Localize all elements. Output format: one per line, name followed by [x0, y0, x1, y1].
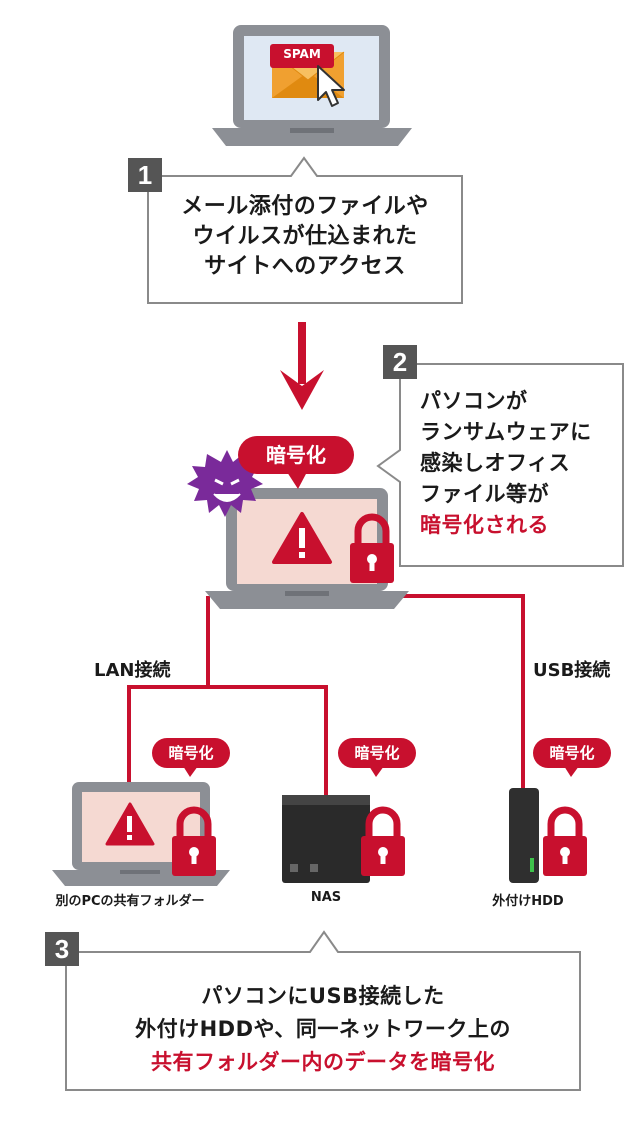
mouse-cursor-icon	[317, 65, 345, 107]
step3-callout	[65, 930, 581, 1091]
nas-device	[282, 795, 370, 883]
step1-text: メール添付のファイルや ウイルスが仕込まれた サイトへのアクセス	[150, 192, 460, 282]
step1-number: 1	[128, 158, 162, 192]
step3-line: パソコンにUSB接続した	[201, 984, 445, 1008]
hdd-device	[509, 788, 539, 883]
nas-label: NAS	[310, 890, 342, 905]
spam-envelope-icon	[270, 44, 345, 98]
hdd-label: 外付けHDD	[492, 894, 564, 909]
step2-line: パソコンが	[420, 389, 528, 413]
step2-highlight: 暗号化される	[420, 513, 549, 537]
warning-icon-small	[105, 802, 155, 846]
step2-line: ランサムウェアに	[420, 420, 592, 444]
step2-line: ファイル等が	[420, 482, 549, 506]
encrypted-badge-main: 暗号化	[238, 436, 354, 474]
warning-icon	[272, 512, 332, 564]
shared-folder-label: 別のPCの共有フォルダー	[55, 894, 205, 909]
step2-text: パソコンが ランサムウェアに 感染しオフィス ファイル等が 暗号化される	[404, 386, 620, 541]
down-arrow-icon	[280, 322, 324, 410]
lan-connection-label: LAN接続	[94, 660, 171, 681]
step3-number: 3	[45, 932, 79, 966]
step2-line: 感染しオフィス	[420, 451, 571, 475]
step1-line: メール添付のファイルや	[181, 194, 429, 219]
step1-callout	[147, 156, 463, 304]
encrypted-badge-hdd: 暗号化	[533, 738, 611, 768]
badge-tails	[183, 472, 579, 777]
step3-highlight: 共有フォルダー内のデータを暗号化	[151, 1050, 495, 1074]
step2-number: 2	[383, 345, 417, 379]
usb-connection-label: USB接続	[533, 660, 611, 681]
step3-line: 外付けHDDや、同一ネットワーク上の	[135, 1017, 511, 1041]
step2-callout	[376, 363, 624, 567]
encrypted-badge-nas: 暗号化	[338, 738, 416, 768]
step1-line: ウイルスが仕込まれた	[192, 224, 418, 249]
spam-label: SPAM	[283, 47, 321, 61]
lock-icon	[361, 810, 405, 876]
step3-text: パソコンにUSB接続した 外付けHDDや、同一ネットワーク上の 共有フォルダー内…	[68, 980, 578, 1079]
lock-icon	[543, 810, 587, 876]
connection-lines	[127, 594, 525, 795]
encrypted-badge-shared: 暗号化	[152, 738, 230, 768]
step1-line: サイトへのアクセス	[204, 254, 406, 279]
